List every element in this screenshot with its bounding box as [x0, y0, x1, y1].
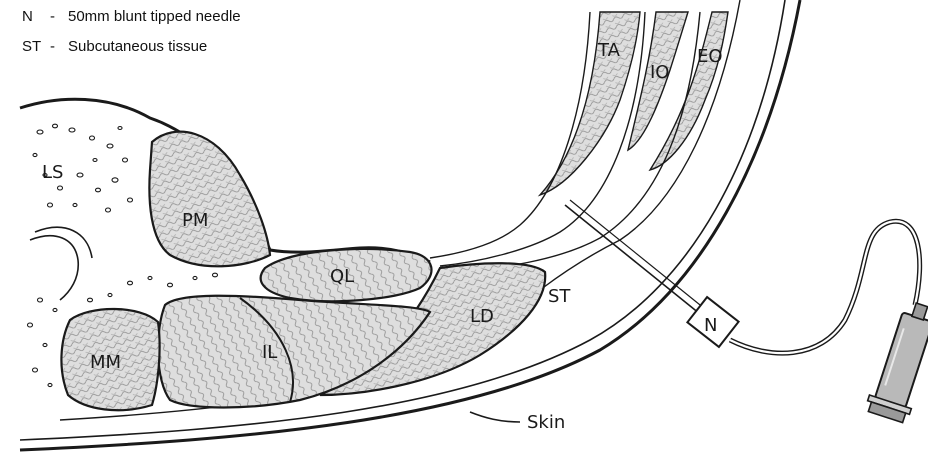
skin-leader-line: [470, 412, 520, 422]
psoas-major-muscle: [149, 132, 270, 267]
legend-subcutaneous: ST-Subcutaneous tissue: [22, 38, 207, 55]
mm-label: MM: [90, 352, 121, 373]
extension-tubing-inner: [730, 221, 920, 353]
needle-shaft: [565, 205, 705, 318]
extension-tubing: [730, 221, 920, 353]
transversus-abdominis-muscle: [540, 12, 640, 195]
pm-label: PM: [182, 210, 208, 231]
ls-label: LS: [42, 162, 63, 183]
needle-label: N: [704, 315, 717, 336]
ql-label: QL: [330, 266, 354, 287]
ld-label: LD: [470, 306, 494, 327]
ta-label: TA: [597, 40, 621, 61]
legend-text: Subcutaneous tissue: [68, 38, 207, 55]
vertebra-arc: [30, 236, 78, 300]
legend-text: 50mm blunt tipped needle: [68, 8, 241, 25]
vertebra-arc-2: [35, 227, 92, 258]
legend-key: ST: [22, 38, 50, 55]
syringe: [865, 298, 928, 424]
skin-label: Skin: [527, 412, 565, 433]
io-label: IO: [650, 62, 669, 83]
st-label: ST: [548, 286, 571, 307]
legend-key: N: [22, 8, 50, 25]
eo-label: EO: [697, 46, 723, 67]
legend-needle: N-50mm blunt tipped needle: [22, 8, 241, 25]
iliocostalis-muscle: [158, 296, 430, 408]
il-label: IL: [262, 342, 277, 363]
